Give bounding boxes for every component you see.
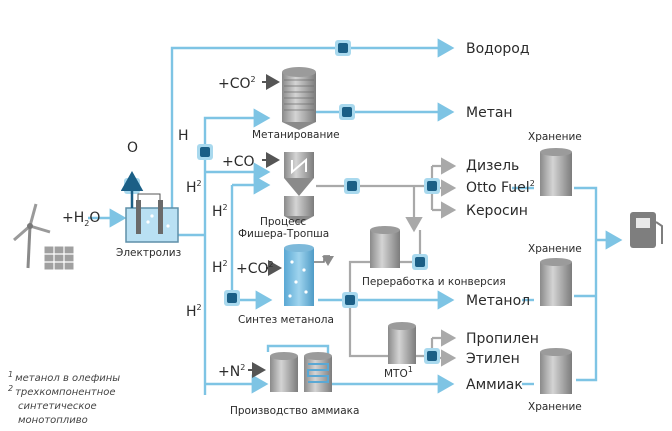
label-electrolysis: Электролиз bbox=[116, 247, 181, 259]
ammonia-production-unit bbox=[248, 352, 332, 392]
input-water: +H2O bbox=[62, 210, 100, 228]
footnote-3: синтетическое bbox=[18, 401, 97, 412]
storage-tank-2 bbox=[540, 258, 572, 306]
label-storage-1: Хранение bbox=[528, 131, 582, 143]
label-fischer-2: Фишера-Тропша bbox=[238, 228, 329, 240]
label-mto: MTO1 bbox=[384, 365, 413, 380]
fischer-tropsch-reactor bbox=[262, 152, 314, 224]
input-n2: +N2 bbox=[218, 363, 245, 380]
storage-tank-3 bbox=[540, 348, 572, 394]
processing-tank bbox=[370, 226, 400, 268]
stream-h2-c: H2 bbox=[212, 259, 228, 276]
stream-h: H bbox=[178, 128, 189, 144]
label-otto-fuel: Otto Fuel2 bbox=[466, 179, 535, 196]
label-diesel: Дизель bbox=[466, 158, 519, 174]
label-ethylene: Этилен bbox=[466, 351, 520, 367]
label-propylene: Пропилен bbox=[466, 331, 539, 347]
label-methanol: Метанол bbox=[466, 293, 530, 309]
label-methanol-synthesis: Синтез метанола bbox=[238, 314, 334, 326]
label-storage-2: Хранение bbox=[528, 243, 582, 255]
input-co: +CO bbox=[222, 154, 255, 170]
mto-tank bbox=[388, 322, 416, 364]
wind-turbine-icon bbox=[13, 203, 51, 269]
label-kerosene: Керосин bbox=[466, 203, 528, 219]
gray-pipes bbox=[316, 157, 457, 367]
footnote-4: монотопливо bbox=[18, 415, 88, 426]
solar-panel-icon bbox=[43, 245, 75, 271]
label-methane: Метан bbox=[466, 105, 513, 121]
label-ammonia: Аммиак bbox=[466, 377, 523, 393]
label-ammonia-production: Производство аммиака bbox=[230, 405, 359, 417]
label-storage-3: Хранение bbox=[528, 401, 582, 413]
label-fischer-1: Процесс bbox=[260, 216, 306, 228]
output-oxygen: O bbox=[127, 140, 138, 156]
stream-h2-a: H2 bbox=[186, 179, 202, 196]
storage-tank-1 bbox=[540, 148, 572, 196]
stream-h2-d: H2 bbox=[186, 303, 202, 320]
input-co2-a: +CO2 bbox=[218, 75, 256, 92]
label-processing: Переработка и конверсия bbox=[362, 276, 506, 288]
fuel-pump-icon bbox=[630, 212, 663, 248]
methanation-vessel bbox=[262, 67, 316, 130]
input-co2-b: +CO2 bbox=[236, 260, 274, 277]
methanol-synthesis-reactor bbox=[266, 244, 334, 306]
electrolysis-unit bbox=[88, 171, 179, 243]
stream-h2-b: H2 bbox=[212, 203, 228, 220]
label-methanation: Метанирование bbox=[252, 129, 340, 141]
label-hydrogen: Водород bbox=[466, 41, 530, 57]
